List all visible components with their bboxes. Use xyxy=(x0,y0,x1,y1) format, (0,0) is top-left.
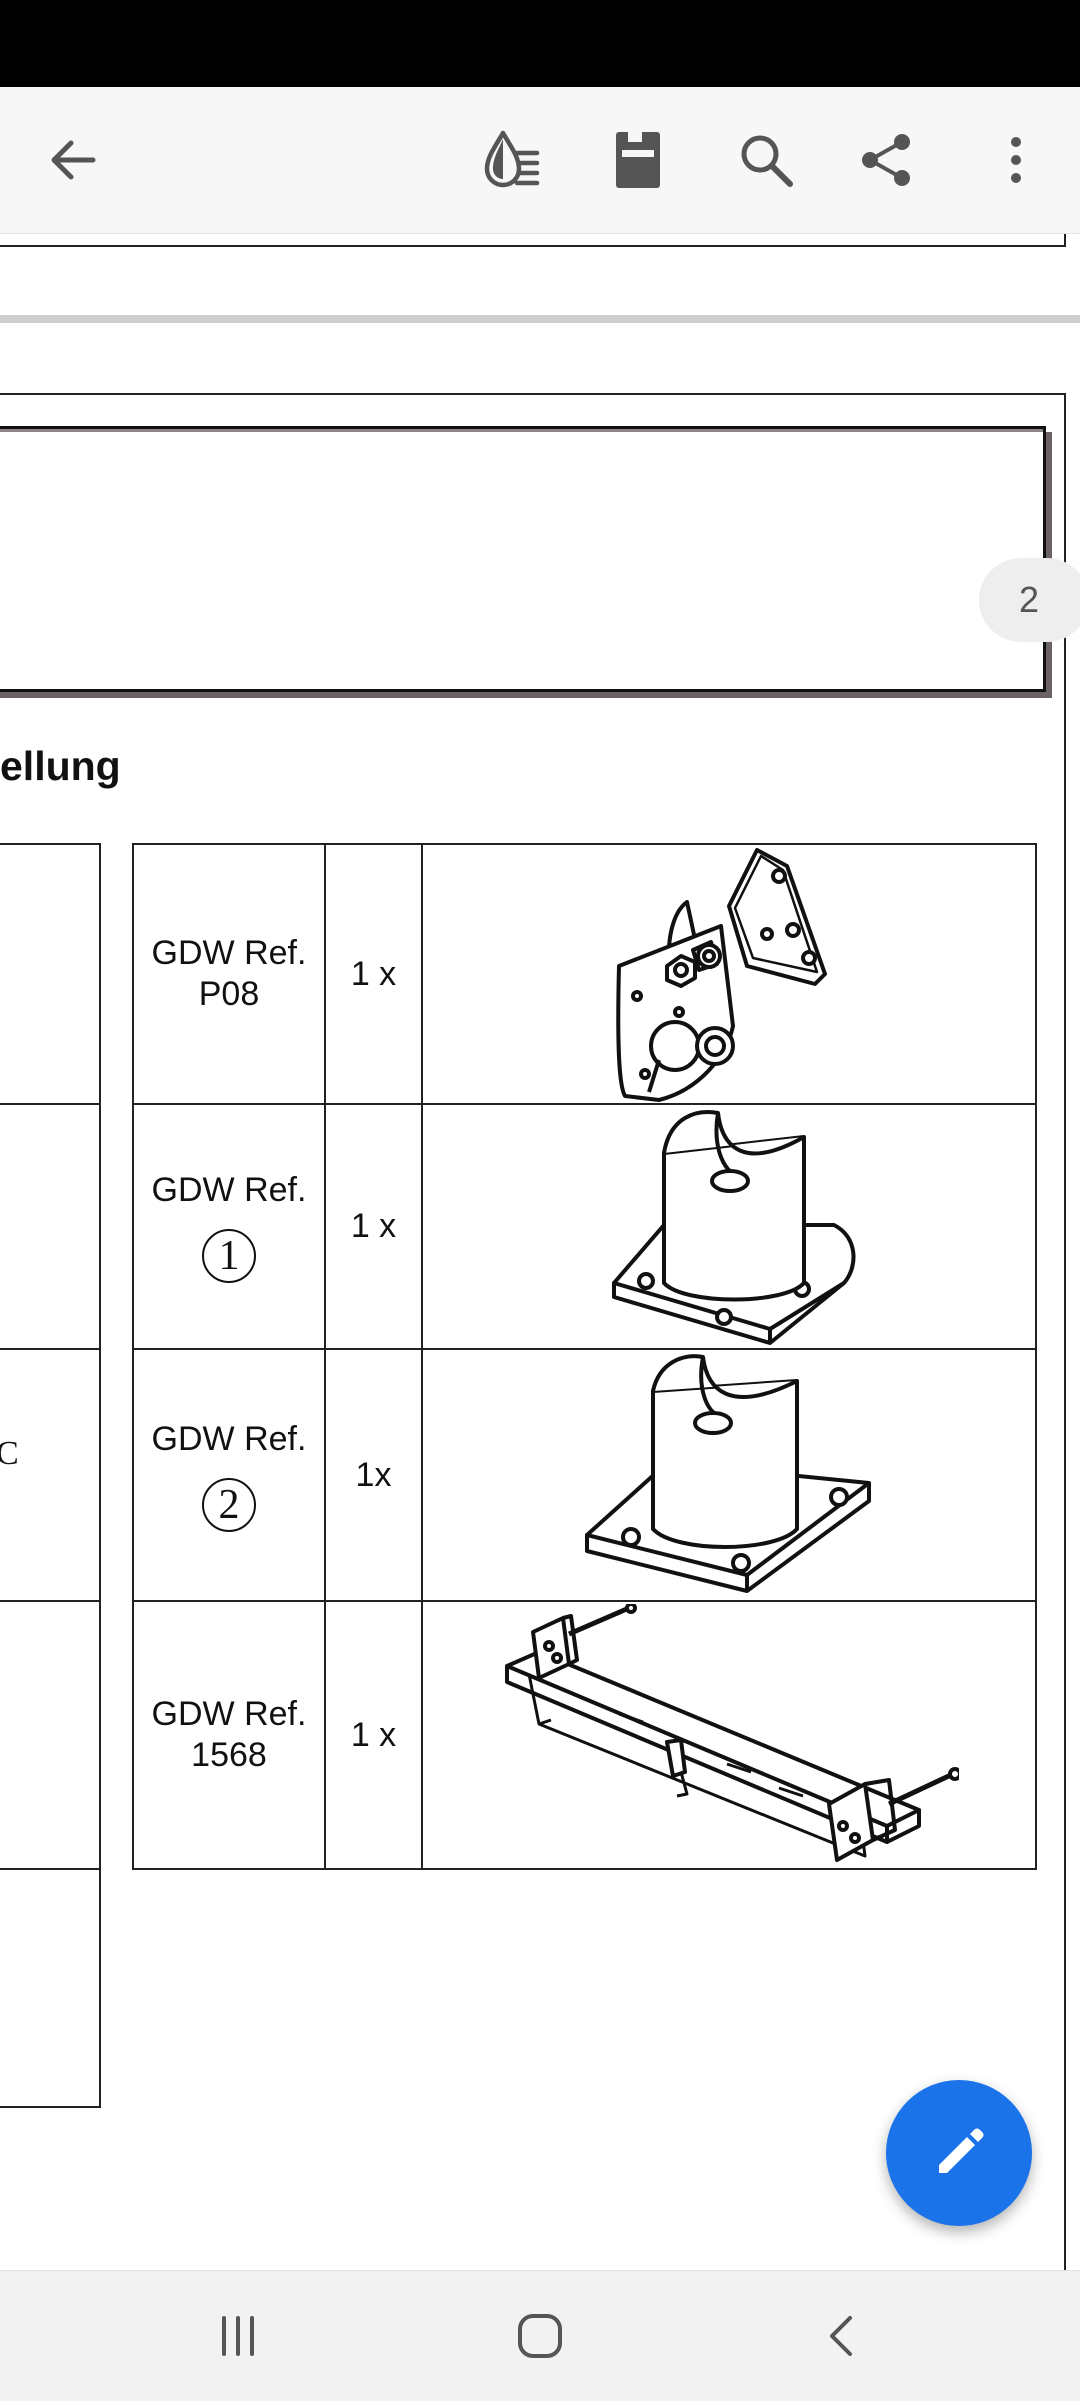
qty-cell: 1x xyxy=(324,1348,423,1602)
square-post-base-image xyxy=(585,1354,871,1593)
part-image-cell xyxy=(421,843,1037,1105)
table-row-divider xyxy=(0,1348,99,1350)
qty-value: 1 x xyxy=(350,1207,397,1245)
ref-label: GDW Ref. xyxy=(151,1695,307,1733)
table-row: GDW Ref. 1 1 x xyxy=(132,1103,1037,1350)
bookmark-icon xyxy=(616,132,660,188)
edit-fab-button[interactable] xyxy=(886,2080,1032,2226)
round-post-base-image xyxy=(612,1109,856,1345)
back-arrow-icon xyxy=(51,140,96,180)
part-image-cell xyxy=(421,1600,1037,1870)
table-row: GDW Ref. P08 1 x xyxy=(132,843,1037,1105)
qty-value: 1 x xyxy=(350,1715,397,1754)
back-nav-button[interactable] xyxy=(792,2296,892,2376)
reading-mode-icon xyxy=(484,130,540,188)
previous-page-edge xyxy=(0,233,1066,247)
back-button[interactable] xyxy=(33,120,113,200)
home-icon xyxy=(518,2314,562,2358)
status-bar xyxy=(0,0,1080,87)
ref-cell: GDW Ref. 1568 xyxy=(132,1600,326,1870)
ref-label: GDW Ref. xyxy=(151,1419,307,1458)
ref-label: GDW Ref. xyxy=(151,1171,307,1209)
table-row: GDW Ref. 1568 1 x xyxy=(132,1600,1037,1870)
back-icon xyxy=(830,2316,852,2356)
ref-circle-number: 2 xyxy=(202,1477,256,1532)
qty-cell: 1 x xyxy=(324,843,423,1105)
bookmark-button[interactable] xyxy=(598,120,678,200)
share-button[interactable] xyxy=(846,120,926,200)
ref-cell: GDW Ref. 1 xyxy=(132,1103,326,1350)
table-row-divider xyxy=(0,1868,99,1870)
search-icon xyxy=(741,135,793,187)
tow-bar-frame-image xyxy=(505,1604,959,1862)
framed-text-box xyxy=(0,426,1046,692)
home-button[interactable] xyxy=(490,2296,590,2376)
document-page xyxy=(0,393,1066,2270)
page-separator xyxy=(0,315,1080,323)
left-table-fragment: C xyxy=(0,843,101,2108)
document-view[interactable]: ellung C GDW Ref. P08 1 x xyxy=(0,233,1080,2270)
part-image-cell xyxy=(421,1348,1037,1602)
reading-mode-button[interactable] xyxy=(472,120,552,200)
parts-table: GDW Ref. P08 1 x xyxy=(132,843,1037,1870)
more-options-icon xyxy=(1011,137,1021,183)
ref-number: P08 xyxy=(198,975,260,1013)
section-heading: ellung xyxy=(0,743,121,789)
more-options-button[interactable] xyxy=(976,120,1056,200)
part-image-cell xyxy=(421,1103,1037,1350)
qty-value: 1x xyxy=(355,1455,392,1494)
ref-circle-number: 1 xyxy=(202,1229,256,1283)
left-cell-text: C xyxy=(0,1435,19,1472)
table-row: GDW Ref. 2 1x xyxy=(132,1348,1037,1602)
table-row-divider xyxy=(0,1600,99,1602)
qty-cell: 1 x xyxy=(324,1600,423,1870)
share-icon xyxy=(862,134,910,186)
top-toolbar xyxy=(0,87,1080,234)
ref-number: 1568 xyxy=(191,1736,267,1774)
search-button[interactable] xyxy=(726,120,806,200)
page-number-indicator: 2 xyxy=(979,558,1080,642)
ref-label: GDW Ref. xyxy=(151,934,307,972)
recent-apps-button[interactable] xyxy=(188,2296,288,2376)
system-navigation-bar xyxy=(0,2270,1080,2401)
qty-cell: 1 x xyxy=(324,1103,423,1350)
ref-cell: GDW Ref. 2 xyxy=(132,1348,326,1602)
edit-pencil-icon xyxy=(939,2128,984,2173)
recent-apps-icon xyxy=(222,2316,254,2356)
ref-cell: GDW Ref. P08 xyxy=(132,843,326,1105)
table-row-divider xyxy=(0,1103,99,1105)
qty-value: 1 x xyxy=(350,954,397,993)
mounting-plate-bracket-image xyxy=(616,848,827,1102)
